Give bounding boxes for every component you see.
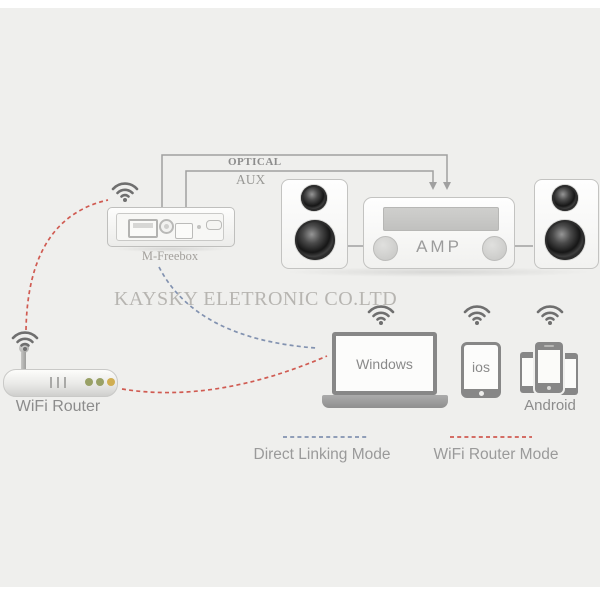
amp-label: AMP	[416, 237, 462, 256]
stack-shadow	[288, 267, 588, 277]
router-label: WiFi Router	[15, 398, 101, 415]
android-label: Android	[524, 397, 576, 414]
tablet-home-button	[478, 391, 484, 396]
phone-center	[535, 342, 563, 393]
laptop-os-label: Windows	[356, 355, 413, 372]
optical-wire	[161, 154, 448, 209]
aux-jack-port	[159, 219, 174, 234]
router-wifi-icon	[10, 328, 40, 352]
legend-direct-label: Direct Linking Mode	[253, 446, 391, 463]
tweeter-right	[552, 185, 578, 211]
aux-wire	[185, 170, 434, 209]
router-vent	[64, 377, 66, 388]
laptop-screen: Windows	[332, 332, 437, 395]
speaker-left	[281, 179, 348, 269]
amp-knob-left	[373, 236, 398, 261]
freebox-device	[107, 207, 235, 247]
connection-freebox-to-laptop	[158, 266, 317, 349]
tablet-wifi-icon	[462, 302, 492, 326]
aux-wire-label: AUX	[236, 172, 266, 187]
aux-arrowhead-icon	[429, 182, 437, 190]
laptop-base	[322, 395, 448, 408]
tablet-os-label: ios	[472, 359, 490, 375]
freebox-shadow	[112, 246, 230, 252]
router-vent	[50, 377, 52, 388]
router-antenna	[21, 351, 26, 372]
laptop-wifi-icon	[366, 302, 396, 326]
watermark-text: KAYSKY ELETRONIC CO.LTD	[114, 288, 398, 310]
tablet-device: ios	[461, 342, 501, 398]
amp-knob-right	[482, 236, 507, 261]
router-vent	[57, 377, 59, 388]
canvas-background	[0, 8, 600, 587]
phone-home-button	[547, 386, 551, 390]
woofer-right	[545, 220, 585, 260]
freebox-front-panel	[116, 213, 224, 241]
router-led-3	[107, 378, 115, 386]
phone-left	[520, 352, 539, 393]
router-led-2	[96, 378, 104, 386]
woofer-left	[295, 220, 335, 260]
status-led	[197, 225, 201, 229]
router-led-1	[85, 378, 93, 386]
optical-wire-label: OPTICAL	[228, 156, 282, 168]
usb-port	[128, 219, 158, 238]
phone-speaker-slit	[544, 345, 554, 347]
speaker-right	[534, 179, 599, 269]
optical-arrowhead-icon	[443, 182, 451, 190]
amplifier: AMP	[363, 197, 515, 269]
router-device	[3, 369, 118, 397]
legend-router-label: WiFi Router Mode	[433, 446, 559, 463]
optical-port	[175, 223, 193, 239]
freebox-wifi-icon	[110, 179, 140, 203]
phones-wifi-icon	[535, 302, 565, 326]
amp-display	[383, 207, 499, 231]
connection-router-to-laptop	[121, 355, 328, 394]
connection-router-to-freebox	[25, 199, 109, 331]
tweeter-left	[301, 185, 327, 211]
phone-right	[559, 353, 578, 395]
micro-usb-port	[206, 220, 222, 230]
freebox-label: M-Freebox	[141, 249, 199, 263]
